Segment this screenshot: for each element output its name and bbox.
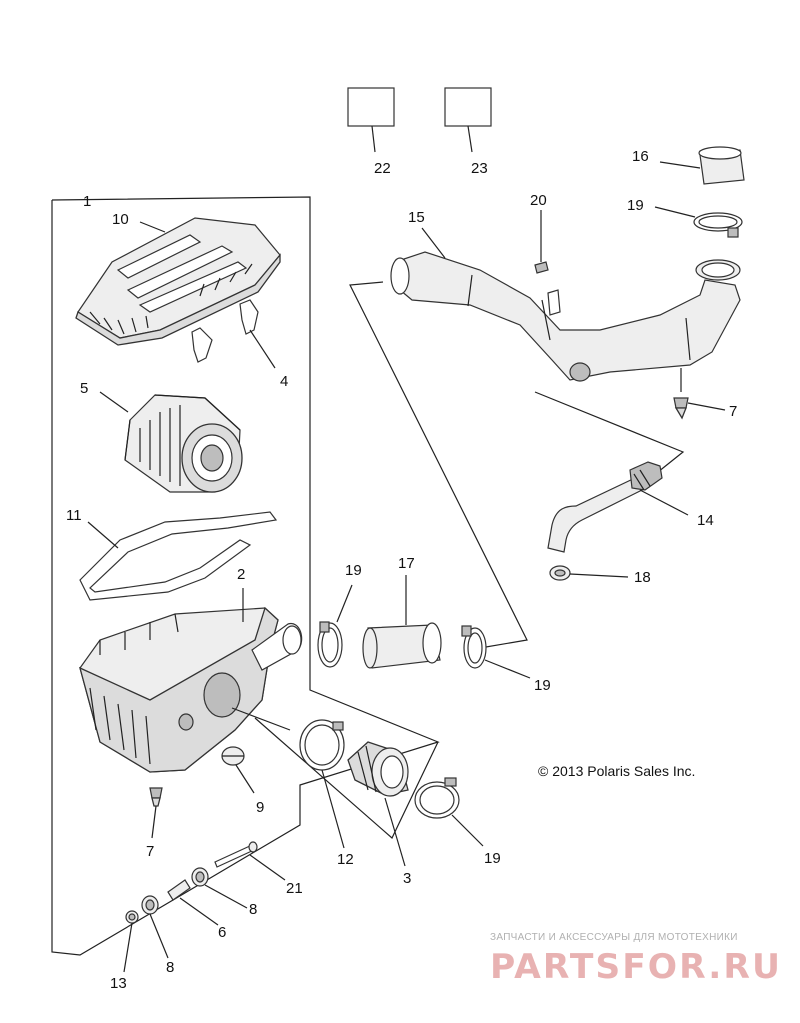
callout-3: 3 (403, 870, 411, 887)
part-2-airbox-base (79, 606, 303, 773)
assembly-frame (51, 196, 440, 956)
part-12-clamp (299, 719, 345, 771)
intake-frame (349, 281, 528, 649)
copyright-notice: © 2013 Polaris Sales Inc. (538, 763, 695, 779)
part-11-seal (79, 511, 278, 601)
watermark-subtitle: ЗАПЧАСТИ И АКСЕССУАРЫ ДЛЯ МОТОТЕХНИКИ (490, 932, 738, 943)
callout-14: 14 (697, 512, 714, 529)
callout-19-middle-left: 19 (345, 562, 362, 579)
part-19-clamp-lower-right (414, 777, 460, 819)
part-8-grommet-upper (191, 867, 209, 887)
part-22-decal (347, 87, 395, 127)
part-19-clamp-middle-left (317, 621, 343, 668)
callout-20: 20 (530, 192, 547, 209)
callout-19-lower-right: 19 (484, 850, 501, 867)
part-19-clamp-middle-right (461, 625, 487, 669)
part-7-drain-valve-lower (149, 787, 163, 807)
part-19-clamp-upper-right (693, 212, 743, 238)
part-17-coupler (362, 622, 442, 669)
callout-21: 21 (286, 880, 303, 897)
callout-22: 22 (374, 160, 391, 177)
callout-13: 13 (110, 975, 127, 992)
callout-18: 18 (634, 569, 651, 586)
callout-7-lower: 7 (146, 843, 154, 860)
callout-5: 5 (80, 380, 88, 397)
part-6-spacer (167, 879, 191, 901)
callout-12: 12 (337, 851, 354, 868)
part-9-plug (221, 746, 245, 766)
part-14-drain-hose (547, 461, 663, 553)
assembly-frame-inner (254, 717, 439, 839)
part-5-air-filter (124, 394, 243, 493)
part-23-decal (444, 87, 492, 127)
callout-1: 1 (83, 193, 91, 210)
callout-10: 10 (112, 211, 129, 228)
intake-frame-right (534, 391, 685, 473)
callout-2: 2 (237, 566, 245, 583)
callout-15: 15 (408, 209, 425, 226)
part-8-grommet-lower (141, 895, 159, 915)
callout-7-upper: 7 (729, 403, 737, 420)
callout-4: 4 (280, 373, 288, 390)
callout-8-upper: 8 (249, 901, 257, 918)
part-13-nut (125, 910, 139, 924)
callout-6: 6 (218, 924, 226, 941)
part-16-sleeve (698, 146, 745, 185)
callout-19-middle-right: 19 (534, 677, 551, 694)
part-15-intake-tube (390, 251, 741, 382)
callout-16: 16 (632, 148, 649, 165)
watermark-brand: PARTSFOR.RU (490, 947, 782, 987)
part-4-clips (191, 299, 259, 363)
part-20-screw (534, 261, 549, 274)
part-10-airbox-cover (75, 217, 281, 346)
part-3-adapter (347, 741, 409, 797)
callout-8-lower: 8 (166, 959, 174, 976)
callout-9: 9 (256, 799, 264, 816)
callout-19-upper-right: 19 (627, 197, 644, 214)
callout-23: 23 (471, 160, 488, 177)
part-7-drain-valve-upper (673, 397, 689, 420)
callout-17: 17 (398, 555, 415, 572)
callout-11: 11 (66, 507, 82, 524)
part-18-clip (549, 565, 571, 581)
part-21-bolt (214, 841, 258, 868)
